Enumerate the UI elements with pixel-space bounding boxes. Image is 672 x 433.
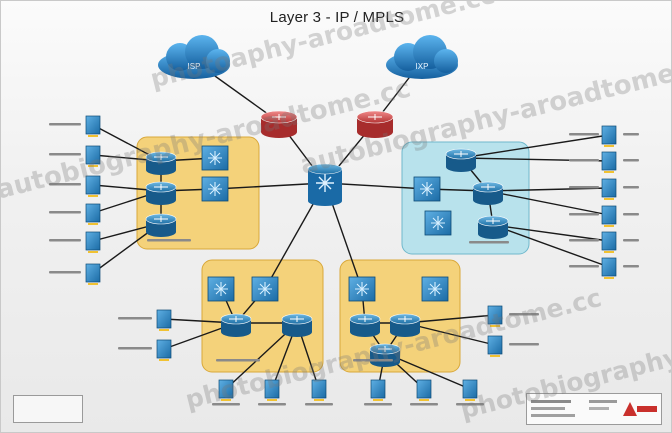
endpoint-icon [85,263,101,285]
labels [49,123,639,406]
device-label [49,123,81,126]
device-label [623,159,639,162]
switch-icon [251,276,279,302]
endpoint-icon [85,175,101,197]
device-label [623,265,639,268]
router-icon [389,313,421,337]
endpoint-icon [601,151,617,173]
endpoint-icon [264,379,280,401]
logo-box [526,393,662,425]
endpoint-icon [85,231,101,253]
legend-box [13,395,83,423]
endpoint-icon [85,115,101,137]
router-icon [260,110,298,138]
device-label [305,403,333,406]
cloud-icon: IXP [386,35,458,79]
device-label [118,347,152,350]
device-label [569,265,599,268]
router-icon [145,151,177,175]
switch-icon [207,276,235,302]
device-label [456,403,484,406]
endpoint-icon [311,379,327,401]
router-icon [281,313,313,337]
device-label [509,313,539,316]
router-icon [145,213,177,237]
endpoint-icon [601,257,617,279]
logo-icon [531,400,657,417]
zone-label [469,241,509,244]
router-icon [145,181,177,205]
zone-label [353,359,393,362]
endpoint-icon [156,339,172,361]
switch-icon [413,176,441,202]
device-label [623,213,639,216]
device-label [49,183,81,186]
device-label [49,271,81,274]
device-label [569,239,599,242]
endpoint-icon [487,305,503,327]
endpoint-icon [487,335,503,357]
endpoint-icon [218,379,234,401]
zone-label [216,359,260,362]
link [492,224,610,268]
switch-icon [424,210,452,236]
device-label [569,133,599,136]
endpoint-icon [416,379,432,401]
endpoint-icon [370,379,386,401]
device-label [258,403,286,406]
endpoint-icon [601,125,617,147]
endpoint-icon [601,231,617,253]
endpoint-icon [85,203,101,225]
endpoint-icon [601,205,617,227]
router-icon [477,215,509,239]
router-icon [220,313,252,337]
router-icon [369,343,401,367]
device-label [364,403,392,406]
switch-icon [201,176,229,202]
device-label [569,186,599,189]
cloud-label: IXP [416,62,429,71]
core-switch-icon [307,163,343,206]
device-label [410,403,438,406]
router-icon [349,313,381,337]
zone-label [147,239,191,242]
device-label [49,211,81,214]
link [487,190,610,216]
device-label [212,403,240,406]
link [492,224,610,242]
devices: ISP IXP [85,35,617,401]
device-label [509,343,539,346]
diagram-title: Layer 3 - IP / MPLS [269,9,405,26]
switch-icon [421,276,449,302]
device-label [569,213,599,216]
device-label [623,133,639,136]
cloud-icon: ISP [158,35,230,79]
router-icon [356,110,394,138]
device-label [569,159,599,162]
endpoint-icon [601,178,617,200]
router-icon [472,181,504,205]
switch-icon [201,145,229,171]
device-label [623,239,639,242]
switch-icon [348,276,376,302]
device-label [49,153,81,156]
device-label [49,239,81,242]
endpoint-icon [462,379,478,401]
device-label [623,186,639,189]
link [214,182,326,190]
endpoint-icon [156,309,172,331]
router-icon [445,148,477,172]
endpoint-icon [85,145,101,167]
link [460,134,610,159]
device-label [118,317,152,320]
cloud-label: ISP [188,62,201,71]
